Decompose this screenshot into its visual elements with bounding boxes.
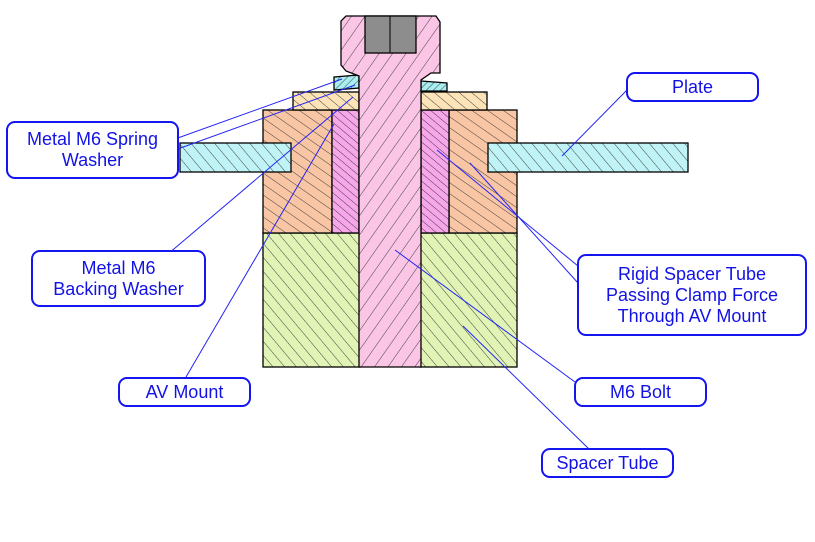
leader-lines bbox=[167, 78, 628, 452]
av-mount-lower-section bbox=[262, 232, 518, 368]
label-backing-washer: Metal M6 Backing Washer bbox=[31, 250, 206, 307]
label-backing-washer-line-1: Metal M6 bbox=[81, 257, 156, 278]
label-plate: Plate bbox=[626, 72, 759, 102]
label-rigid-spacer-tube: Rigid Spacer Tube Passing Clamp Force Th… bbox=[577, 254, 807, 336]
m6-bolt-section bbox=[340, 15, 441, 368]
label-backing-washer-line-2: Backing Washer bbox=[53, 278, 184, 299]
label-plate-text: Plate bbox=[671, 76, 714, 97]
label-av-mount: AV Mount bbox=[118, 377, 251, 407]
label-rigid-spacer-line-3: Through AV Mount bbox=[617, 305, 767, 326]
label-av-mount-text: AV Mount bbox=[145, 381, 224, 402]
plate-section bbox=[179, 142, 689, 173]
label-spring-washer-line-2: Washer bbox=[61, 150, 124, 170]
label-spring-washer: Metal M6 Spring Washer bbox=[6, 121, 179, 179]
label-m6-bolt-text: M6 Bolt bbox=[609, 381, 672, 402]
label-spacer-tube-text: Spacer Tube bbox=[556, 452, 659, 473]
label-m6-bolt: M6 Bolt bbox=[574, 377, 707, 407]
label-spacer-tube: Spacer Tube bbox=[541, 448, 674, 478]
label-rigid-spacer-line-2: Passing Clamp Force bbox=[605, 284, 779, 305]
label-rigid-spacer-line-1: Rigid Spacer Tube bbox=[617, 263, 767, 284]
label-spring-washer-line-1: Metal M6 Spring bbox=[26, 129, 159, 149]
